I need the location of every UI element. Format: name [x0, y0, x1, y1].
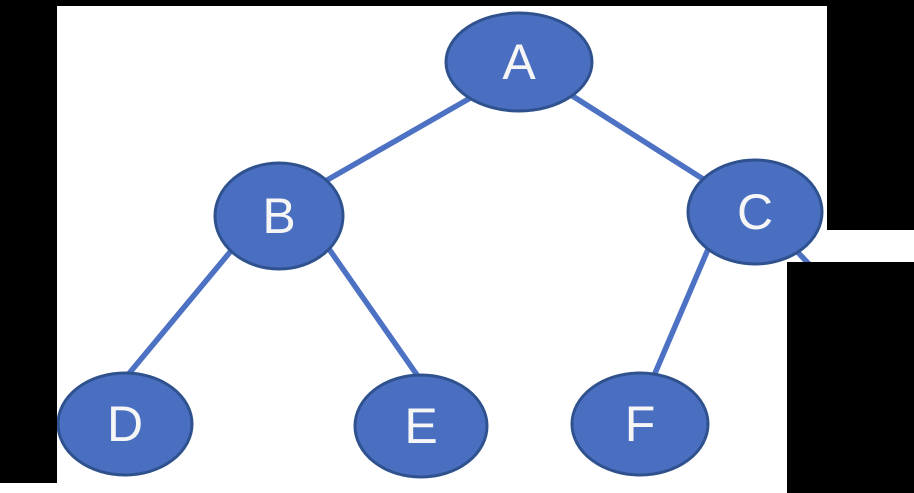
- tree-node-A: A: [444, 11, 594, 113]
- node-ellipse-D: [56, 371, 194, 477]
- node-label-A: A: [502, 34, 536, 90]
- tree-edge-B-E: [319, 236, 427, 388]
- mask-left-bar: [0, 0, 57, 483]
- node-label-E: E: [404, 398, 437, 454]
- tree-node-F: F: [570, 371, 710, 477]
- mask-top-strip: [0, 0, 914, 6]
- tree-node-C: C: [686, 158, 824, 266]
- node-label-C: C: [737, 184, 773, 240]
- tree-edge-B-D: [119, 237, 243, 385]
- mask-bottom-right-block: [787, 262, 914, 493]
- node-label-F: F: [625, 396, 656, 452]
- tree-node-D: D: [56, 371, 194, 477]
- mask-top-right-block: [827, 0, 914, 230]
- tree-edge-A-B: [312, 90, 482, 190]
- node-label-B: B: [262, 188, 295, 244]
- tree-node-E: E: [353, 373, 489, 479]
- node-label-D: D: [107, 396, 143, 452]
- node-ellipse-F: [570, 371, 710, 477]
- node-ellipse-C: [686, 158, 824, 266]
- tree-node-B: B: [213, 161, 345, 271]
- node-ellipse-E: [353, 373, 489, 479]
- tree-edge-C-F: [647, 237, 715, 388]
- node-ellipse-B: [213, 161, 345, 271]
- node-ellipse-A: [444, 11, 594, 113]
